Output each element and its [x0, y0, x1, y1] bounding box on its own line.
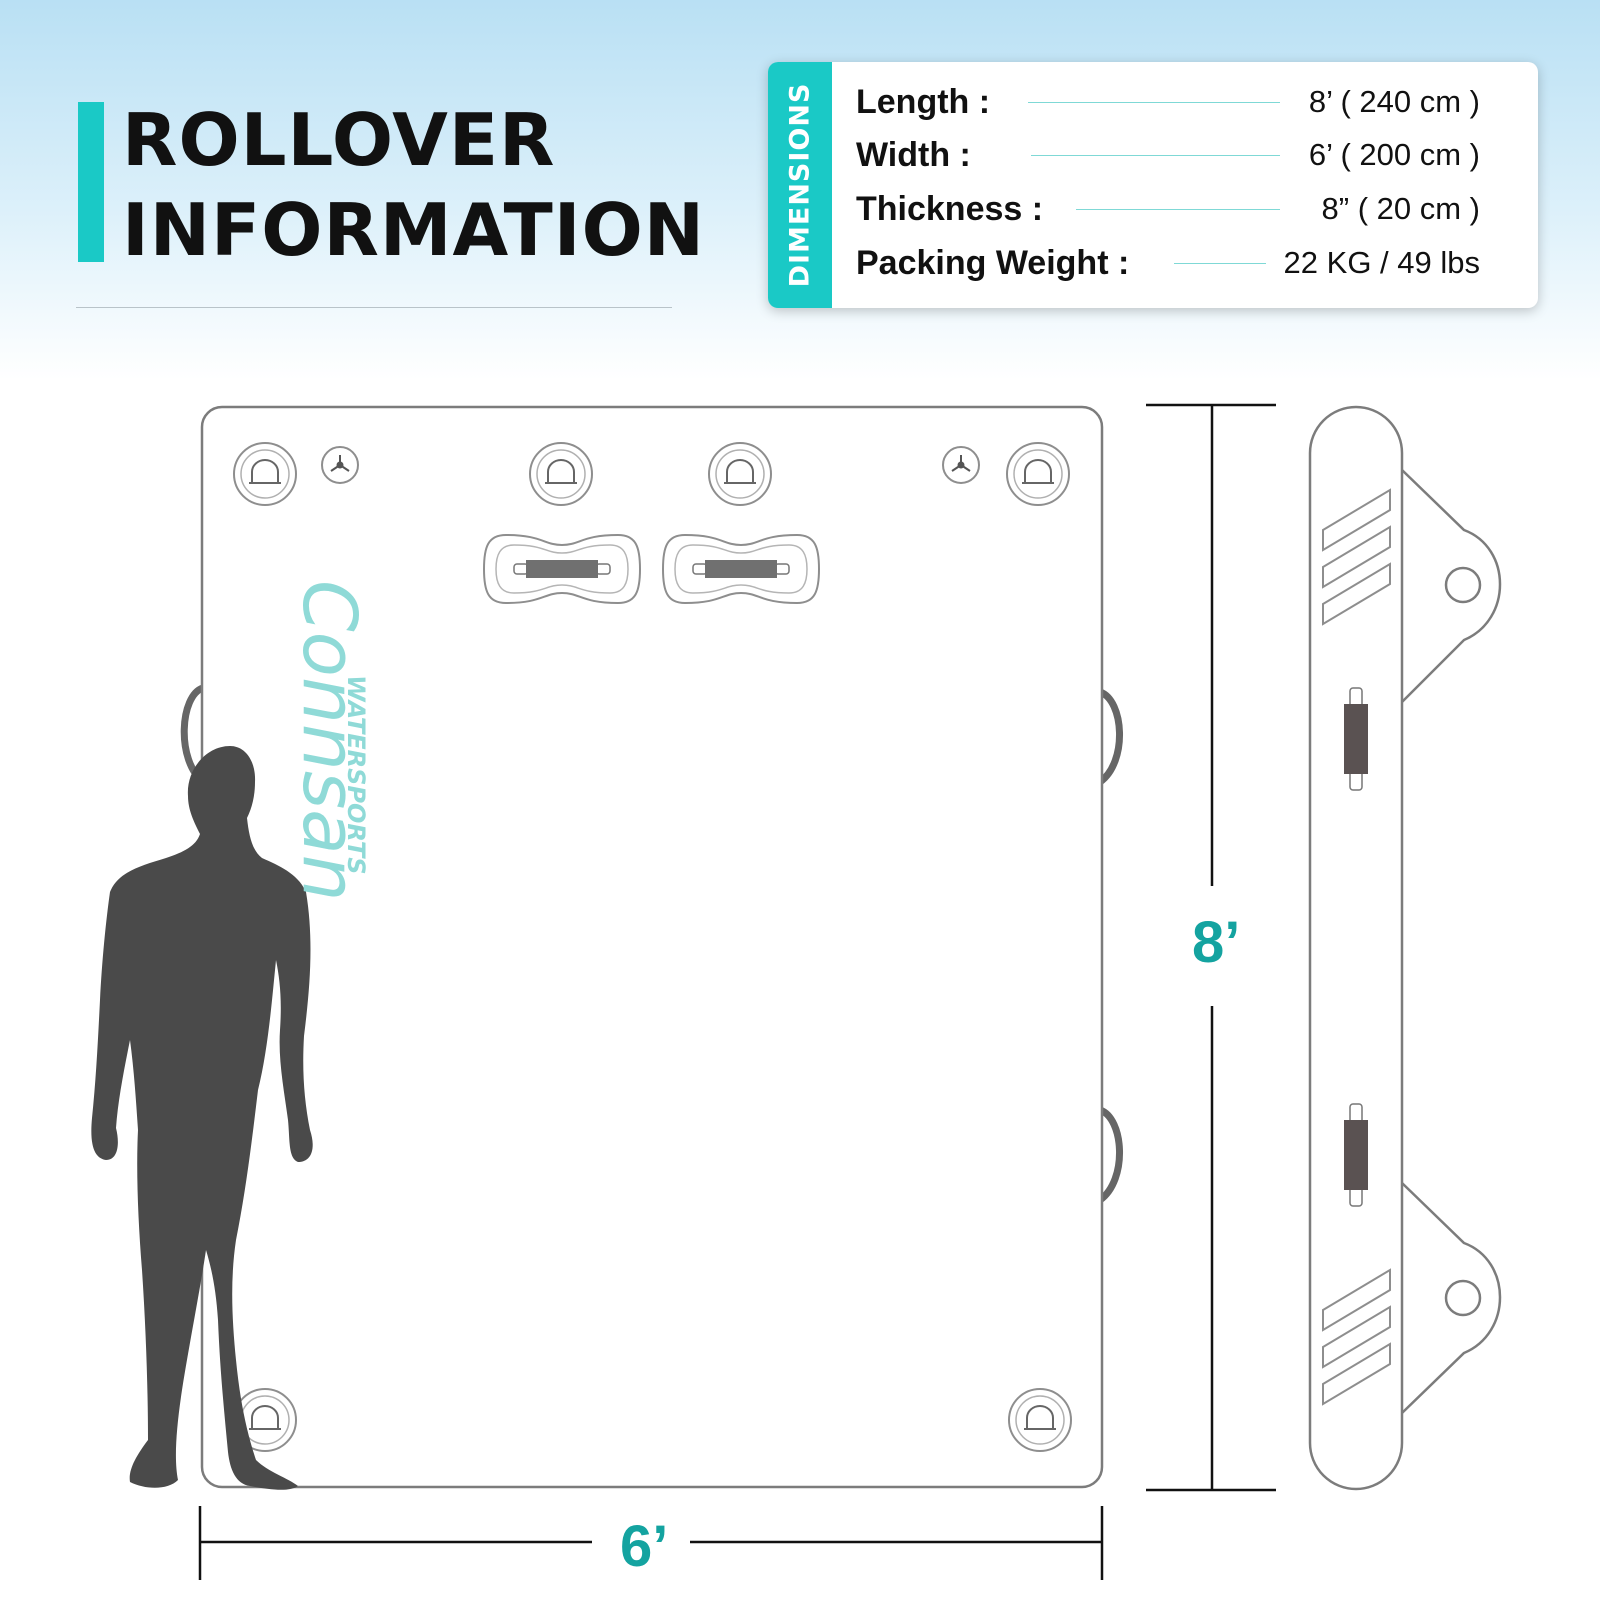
page-title-line-2: INFORMATION — [122, 188, 706, 272]
dimension-label: Thickness : — [856, 190, 1044, 228]
dimension-value: 6’ ( 200 cm ) — [1308, 137, 1480, 172]
height-dimension-line — [1146, 403, 1276, 1492]
dimension-label: Packing Weight : — [856, 244, 1130, 282]
leader-line — [1031, 155, 1280, 156]
leader-line — [1076, 209, 1280, 210]
dimension-row-width: Width : 6’ ( 200 cm ) — [856, 135, 1516, 175]
d-ring-top-center-right — [708, 442, 772, 506]
d-ring-bottom-right — [1008, 1388, 1072, 1452]
d-ring-top-left — [233, 442, 297, 506]
title-accent-bar — [78, 102, 104, 262]
dimension-label: Length : — [856, 83, 991, 121]
dimension-value: 8’ ( 240 cm ) — [1308, 84, 1480, 119]
board-top-view — [200, 405, 1104, 1489]
dimension-row-thickness: Thickness : 8” ( 20 cm ) — [856, 189, 1516, 229]
width-dimension-label: 6’ — [610, 1518, 679, 1576]
side-handle-right-top — [1097, 688, 1123, 785]
dimension-row-length: Length : 8’ ( 240 cm ) — [856, 82, 1516, 122]
dimension-label: Width : — [856, 136, 971, 174]
d-ring-top-right — [1006, 442, 1070, 506]
brand-logo-name: Connsann — [286, 580, 372, 900]
brand-logo: Connsann WATERSPORTS — [286, 580, 372, 900]
dimensions-tab: DIMENSIONS — [768, 62, 832, 308]
carry-handle-left — [483, 534, 641, 604]
side-handle-right-bottom — [1097, 1106, 1123, 1203]
dimension-value: 22 KG / 49 lbs — [1283, 245, 1480, 280]
page-title-line-1: ROLLOVER — [122, 98, 556, 182]
title-divider — [76, 307, 672, 308]
leader-line — [1028, 102, 1280, 103]
carry-handle-right — [662, 534, 820, 604]
d-ring-top-center-left — [529, 442, 593, 506]
width-dimension-line — [198, 1506, 1104, 1580]
air-valve-left — [321, 446, 359, 484]
dimension-row-packing-weight: Packing Weight : 22 KG / 49 lbs — [856, 243, 1516, 283]
human-silhouette — [91, 746, 313, 1490]
air-valve-right — [942, 446, 980, 484]
height-dimension-label: 8’ — [1182, 914, 1251, 972]
leader-line — [1174, 263, 1266, 264]
brand-logo-tagline: WATERSPORTS — [342, 675, 370, 874]
dimension-value: 8” ( 20 cm ) — [1321, 191, 1480, 226]
dimensions-card: DIMENSIONS Length : 8’ ( 240 cm ) Width … — [768, 62, 1538, 308]
board-side-view — [1308, 405, 1502, 1491]
